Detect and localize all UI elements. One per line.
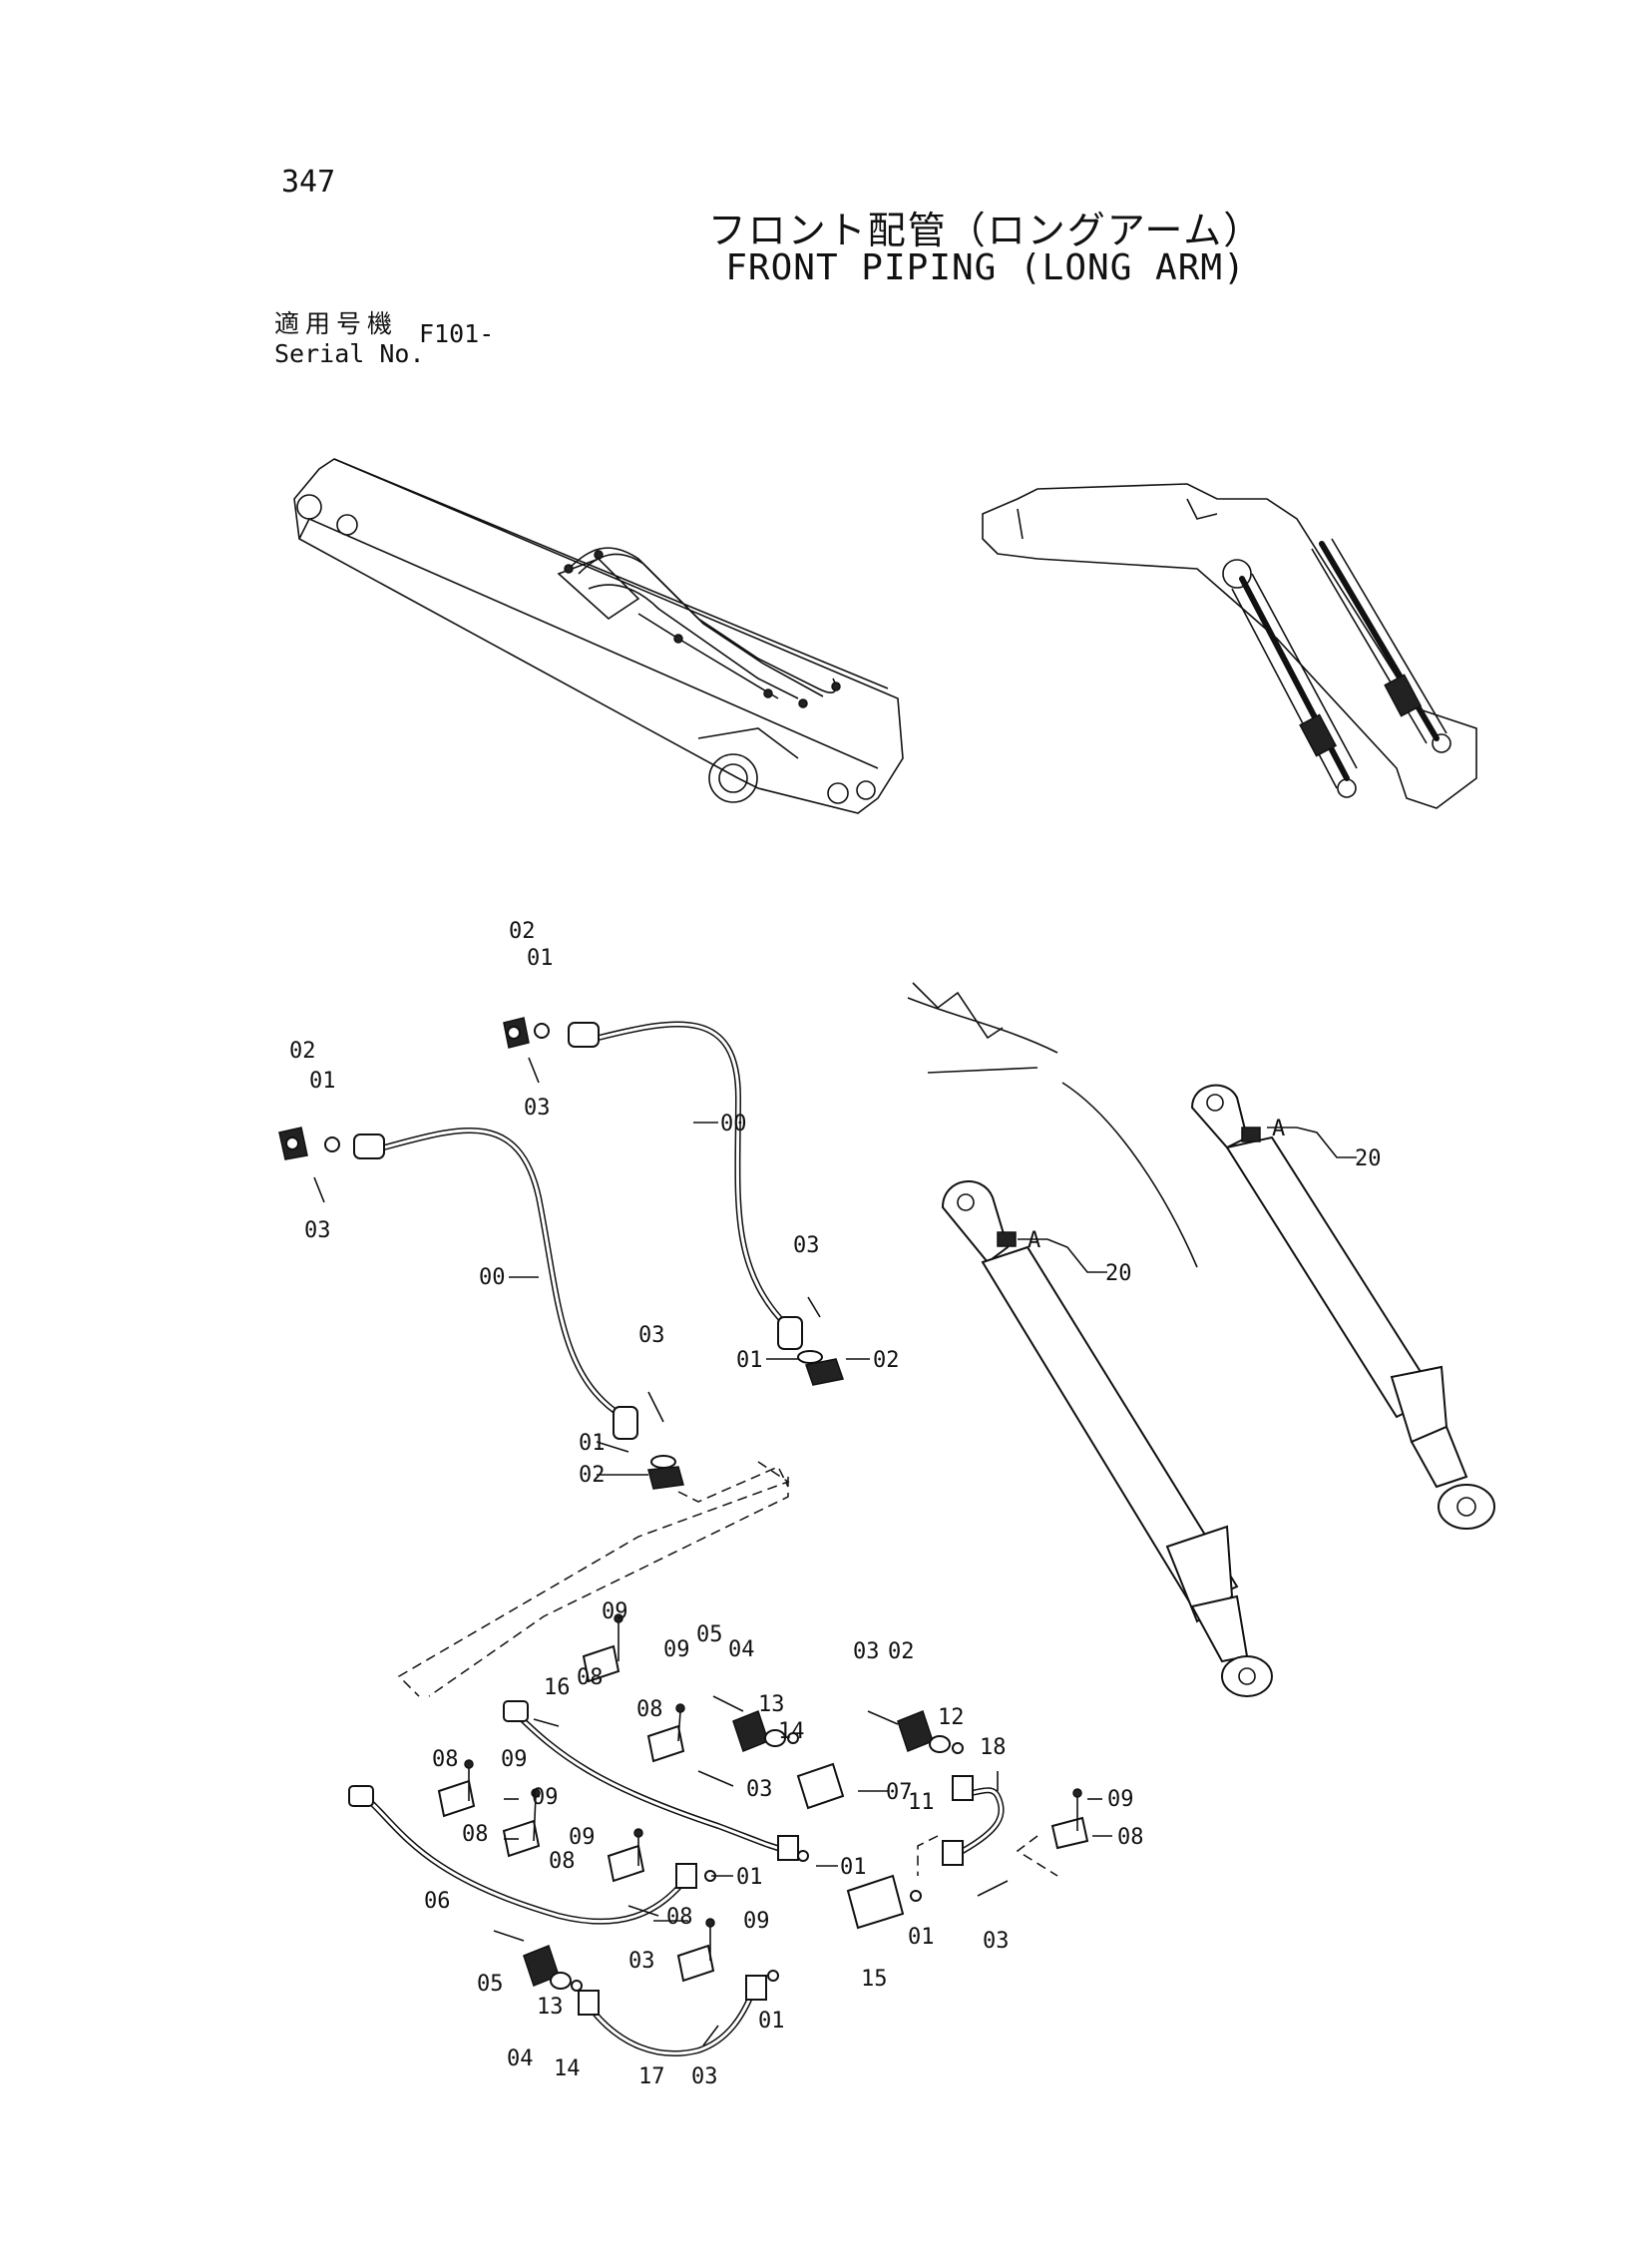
callout-17: 17 [638, 2064, 665, 2089]
callout-05: 05 [696, 1622, 723, 1647]
title-english: FRONT PIPING (LONG ARM) [725, 247, 1246, 288]
callout-02: 02 [873, 1348, 900, 1373]
callout-08: 08 [462, 1822, 489, 1847]
serial-label-japanese: 適用号機 [274, 309, 399, 338]
callout-15: 15 [861, 1967, 888, 1992]
callout-a: A [1272, 1117, 1285, 1141]
callout-08: 08 [1117, 1825, 1144, 1850]
callout-03: 03 [524, 1096, 551, 1121]
callout-20: 20 [1105, 1261, 1132, 1286]
pipe-assembly-drawing [348, 1613, 1089, 2056]
callout-03: 03 [628, 1949, 655, 1974]
callout-16: 16 [544, 1675, 571, 1700]
hose-assembly-drawing [278, 1017, 844, 1697]
callout-labels: 02 01 03 02 01 03 00 00 03 03 01 02 01 0… [289, 919, 1382, 2089]
callout-01: 01 [908, 1925, 935, 1950]
serial-label-english: Serial No. [274, 339, 425, 368]
callout-08: 08 [432, 1747, 459, 1772]
callout-01: 01 [736, 1348, 763, 1373]
serial-number-value: F101- [419, 319, 495, 348]
callout-03: 03 [691, 2064, 718, 2089]
callout-18: 18 [980, 1735, 1007, 1760]
callout-08: 08 [549, 1849, 576, 1874]
arm-overview-drawing [293, 458, 904, 814]
callout-13: 13 [758, 1692, 785, 1717]
callout-01: 01 [736, 1865, 763, 1890]
callout-04: 04 [728, 1637, 755, 1662]
callout-02: 02 [509, 919, 536, 944]
callout-01: 01 [579, 1431, 606, 1456]
callout-01: 01 [309, 1069, 336, 1094]
callout-03: 03 [793, 1233, 820, 1258]
callout-07: 07 [886, 1780, 913, 1805]
callout-09: 09 [1107, 1787, 1134, 1812]
callout-11: 11 [908, 1790, 935, 1815]
leader-lines [504, 1122, 1357, 1922]
callout-04: 04 [507, 2046, 534, 2071]
callout-03: 03 [853, 1639, 880, 1664]
title-japanese: フロント配管（ロングアーム） [707, 209, 1264, 252]
callout-09: 09 [569, 1825, 596, 1850]
callout-14: 14 [554, 2056, 581, 2081]
callout-03: 03 [304, 1218, 331, 1243]
callout-01: 01 [527, 946, 554, 971]
callout-a: A [1028, 1228, 1040, 1253]
callout-01: 01 [840, 1855, 867, 1880]
callout-09: 09 [602, 1599, 628, 1624]
callout-09: 09 [663, 1637, 690, 1662]
callout-06: 06 [424, 1889, 451, 1914]
callout-20: 20 [1355, 1146, 1382, 1171]
callout-12: 12 [938, 1705, 965, 1730]
callout-03: 03 [983, 1929, 1010, 1954]
callout-09: 09 [743, 1909, 770, 1934]
callout-03: 03 [638, 1323, 665, 1348]
callout-00: 00 [479, 1265, 506, 1290]
page-number: 347 [281, 165, 336, 200]
callout-09: 09 [501, 1747, 528, 1772]
callout-09: 09 [532, 1785, 559, 1810]
callout-00: 00 [720, 1112, 747, 1136]
callout-08: 08 [577, 1665, 604, 1690]
cylinder-drawing [907, 982, 1495, 1697]
callout-05: 05 [477, 1972, 504, 1997]
callout-02: 02 [289, 1039, 316, 1064]
callout-02: 02 [888, 1639, 915, 1664]
callout-02: 02 [579, 1463, 606, 1488]
callout-08: 08 [666, 1905, 693, 1930]
callout-03: 03 [746, 1777, 773, 1802]
callout-01: 01 [758, 2009, 785, 2034]
callout-14: 14 [778, 1719, 805, 1744]
callout-08: 08 [636, 1697, 663, 1722]
arm-cylinder-overview-drawing [982, 483, 1477, 809]
callout-13: 13 [537, 1995, 564, 2020]
